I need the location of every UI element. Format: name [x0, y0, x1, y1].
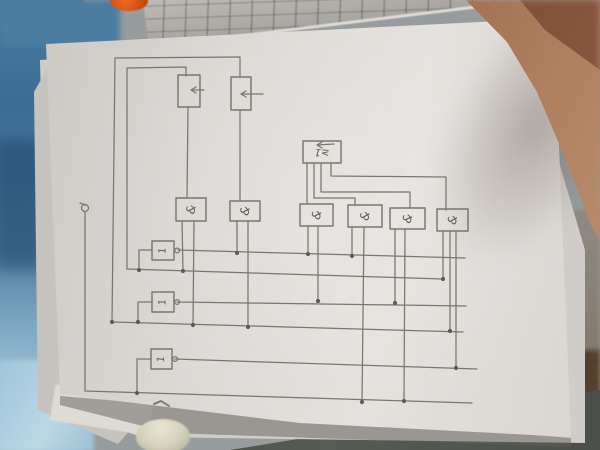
blue-desk-top-left — [0, 0, 120, 46]
egg-object — [136, 419, 190, 450]
orange-object — [110, 0, 148, 11]
